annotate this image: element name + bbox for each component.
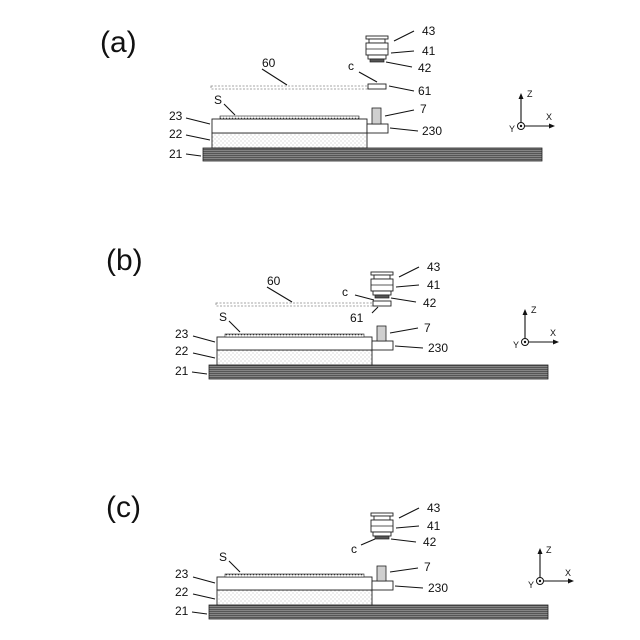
head-43	[366, 36, 388, 39]
sensor-7	[377, 326, 386, 341]
axis-y-label: Y	[528, 580, 534, 590]
label-22: 22	[175, 585, 189, 599]
label-230: 230	[428, 341, 448, 355]
head-43	[371, 272, 393, 275]
substrate-s	[220, 116, 359, 119]
axis-x-label: X	[546, 112, 552, 122]
block-230	[372, 341, 393, 350]
base-21	[203, 148, 542, 161]
label-s: S	[214, 93, 222, 107]
label-41: 41	[427, 278, 441, 292]
substrate-s	[225, 334, 364, 337]
label-230: 230	[428, 581, 448, 595]
label-60: 60	[262, 56, 276, 70]
base-21	[209, 365, 548, 379]
label-s: S	[219, 310, 227, 324]
axis-z-label: Z	[546, 545, 552, 555]
axis-y-label: Y	[509, 124, 515, 134]
label-23: 23	[175, 327, 189, 341]
block-230	[372, 581, 393, 590]
label-21: 21	[175, 604, 189, 618]
label-s: S	[219, 550, 227, 564]
label-7: 7	[420, 102, 427, 116]
label-21: 21	[169, 147, 183, 161]
label-230: 230	[422, 124, 442, 138]
label-43: 43	[427, 501, 441, 515]
label-43: 43	[422, 24, 436, 38]
label-7: 7	[424, 321, 431, 335]
film-60	[216, 303, 375, 306]
head-42	[375, 295, 389, 298]
layer-23	[212, 119, 367, 133]
axis-x-label: X	[565, 568, 571, 578]
axis-y-label: Y	[513, 340, 519, 350]
coordinate-axes: Z X Y	[509, 89, 555, 134]
panel-label: (c)	[106, 491, 141, 524]
head-42	[375, 536, 389, 539]
block-230	[367, 124, 388, 133]
panel-b: (b) 43 41 42 60 c 61	[106, 244, 559, 379]
coordinate-axes: Z X Y	[513, 305, 559, 350]
layer-22	[217, 350, 372, 365]
plate-61	[373, 301, 391, 306]
panel-label: (b)	[106, 244, 143, 277]
axis-z-label: Z	[531, 305, 537, 315]
label-22: 22	[175, 344, 189, 358]
layer-23	[217, 577, 372, 590]
panel-label: (a)	[100, 26, 137, 59]
base-21	[209, 605, 548, 619]
label-22: 22	[169, 127, 183, 141]
label-c: c	[348, 59, 354, 73]
label-41: 41	[427, 519, 441, 533]
axis-z-label: Z	[527, 89, 533, 99]
label-42: 42	[423, 535, 437, 549]
plate-61	[368, 84, 386, 89]
label-61: 61	[350, 311, 364, 325]
label-60: 60	[267, 274, 281, 288]
label-c: c	[342, 285, 348, 299]
axis-x-label: X	[550, 328, 556, 338]
label-23: 23	[175, 567, 189, 581]
head-assembly	[371, 513, 393, 539]
sensor-7	[372, 108, 381, 124]
substrate-s	[225, 574, 364, 577]
panel-c: (c) 43 41 42 c S 7 23 230 22	[106, 491, 574, 619]
panel-a: (a)	[100, 24, 555, 161]
label-23: 23	[169, 109, 183, 123]
label-43: 43	[427, 260, 441, 274]
head-assembly	[366, 36, 388, 62]
label-42: 42	[418, 61, 432, 75]
label-21: 21	[175, 364, 189, 378]
label-7: 7	[424, 560, 431, 574]
sensor-7	[377, 566, 386, 581]
label-42: 42	[423, 296, 437, 310]
layer-22	[217, 590, 372, 605]
head-assembly	[371, 272, 393, 298]
film-60	[211, 86, 370, 89]
label-41: 41	[422, 44, 436, 58]
head-43	[371, 513, 393, 516]
coordinate-axes: Z X Y	[528, 545, 574, 590]
label-61: 61	[418, 84, 432, 98]
label-c: c	[351, 542, 357, 556]
layer-22	[212, 133, 367, 148]
layer-23	[217, 337, 372, 350]
head-42	[370, 59, 384, 62]
